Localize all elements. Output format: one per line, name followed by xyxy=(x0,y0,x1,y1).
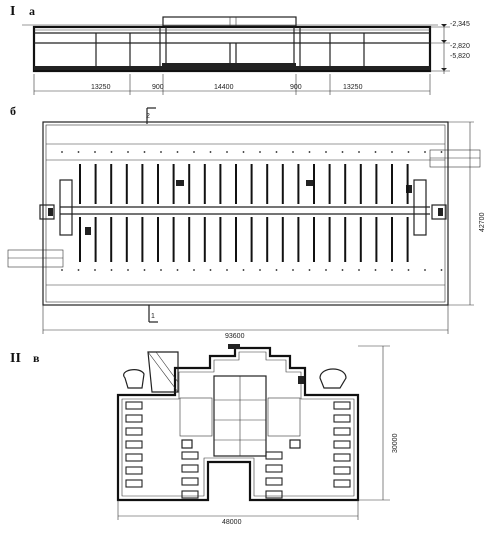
stall-left xyxy=(125,401,143,410)
column-dot xyxy=(209,151,212,153)
stall-inner-right xyxy=(265,477,283,486)
column-dot xyxy=(143,269,146,271)
plan-c-depth-dimension: 30000 xyxy=(392,433,399,453)
stall-right xyxy=(333,401,351,410)
column-dot xyxy=(407,269,410,271)
stall-inner-left xyxy=(181,464,199,473)
column-dot xyxy=(176,151,179,153)
span-dimension-4: 900 xyxy=(290,84,302,91)
stall-left xyxy=(125,453,143,462)
plan-b-drawing xyxy=(7,107,481,334)
column-dot xyxy=(193,269,195,271)
column-dot xyxy=(127,269,129,271)
plan-c-drawing xyxy=(116,344,390,520)
column-dot xyxy=(292,269,294,271)
column-dot xyxy=(325,151,327,153)
level-top-label: -2,345 xyxy=(450,21,470,28)
column-dot xyxy=(176,269,179,271)
part-1-label: I xyxy=(10,4,15,19)
level-low-label: -5,820 xyxy=(450,53,470,60)
plan-b-depth-dimension: 42700 xyxy=(479,212,486,232)
column-dot xyxy=(358,151,360,153)
stall-left xyxy=(125,466,143,475)
column-dot xyxy=(160,269,162,271)
stall-inner-right xyxy=(265,451,283,460)
span-dimension-5: 13250 xyxy=(343,84,363,91)
view-a-label: а xyxy=(29,4,35,18)
column-dot xyxy=(127,151,129,153)
column-dot xyxy=(391,151,393,153)
stall-left xyxy=(125,479,143,488)
column-dot xyxy=(341,269,344,271)
column-dot xyxy=(242,151,245,153)
column-dot xyxy=(193,151,195,153)
view-c-label: в xyxy=(33,351,40,365)
plan-c-parking-stalls xyxy=(125,401,351,499)
stall-inner-left xyxy=(181,490,199,499)
stall-right xyxy=(333,427,351,436)
stall-left xyxy=(125,427,143,436)
stall-right xyxy=(333,453,351,462)
column-dot xyxy=(143,151,146,153)
column-dot xyxy=(308,151,311,153)
level-mid-label: -2,820 xyxy=(450,43,470,50)
column-dot xyxy=(259,269,261,271)
plan-b-width-dimension: 93600 xyxy=(225,333,245,340)
stall-left xyxy=(125,414,143,423)
column-dot xyxy=(61,269,63,271)
column-dot xyxy=(209,269,212,271)
column-dot xyxy=(110,151,113,153)
stall-inner-left xyxy=(181,451,199,460)
column-dot xyxy=(61,151,63,153)
column-dot xyxy=(94,151,96,153)
stall-right xyxy=(333,466,351,475)
stall-right xyxy=(333,440,351,449)
column-dot xyxy=(160,151,162,153)
column-dot xyxy=(275,269,278,271)
stall-inner-right xyxy=(265,464,283,473)
column-dot xyxy=(292,151,294,153)
column-dot xyxy=(110,269,113,271)
column-grid-dots xyxy=(61,151,443,271)
plan-c-width-dimension: 48000 xyxy=(222,519,242,526)
span-dimension-2: 900 xyxy=(152,84,164,91)
column-dot xyxy=(77,269,80,271)
stall-right xyxy=(333,414,351,423)
section-mark-2: 2 xyxy=(146,113,150,120)
column-dot xyxy=(226,269,228,271)
column-dot xyxy=(259,151,261,153)
view-b-label: б xyxy=(10,104,16,118)
column-dot xyxy=(308,269,311,271)
column-dot xyxy=(226,151,228,153)
column-dot xyxy=(374,151,377,153)
stall-inner-left xyxy=(181,477,199,486)
column-dot xyxy=(391,269,393,271)
column-dot xyxy=(374,269,377,271)
part-2-label: II xyxy=(10,351,21,366)
column-dot xyxy=(94,269,96,271)
column-dot xyxy=(242,269,245,271)
stall-inner-right xyxy=(265,490,283,499)
section-a-drawing xyxy=(22,16,450,95)
column-dot xyxy=(275,151,278,153)
column-dot xyxy=(440,269,443,271)
span-dimension-1: 13250 xyxy=(91,84,111,91)
column-dot xyxy=(440,151,443,153)
stall-right xyxy=(333,479,351,488)
column-dot xyxy=(325,269,327,271)
parking-stall-rows xyxy=(79,164,409,262)
column-dot xyxy=(424,269,426,271)
section-mark-1: 1 xyxy=(151,313,155,320)
stall-left xyxy=(125,440,143,449)
column-dot xyxy=(407,151,410,153)
column-dot xyxy=(424,151,426,153)
column-dot xyxy=(358,269,360,271)
column-dot xyxy=(77,151,80,153)
span-dimension-3: 14400 xyxy=(214,84,234,91)
column-dot xyxy=(341,151,344,153)
